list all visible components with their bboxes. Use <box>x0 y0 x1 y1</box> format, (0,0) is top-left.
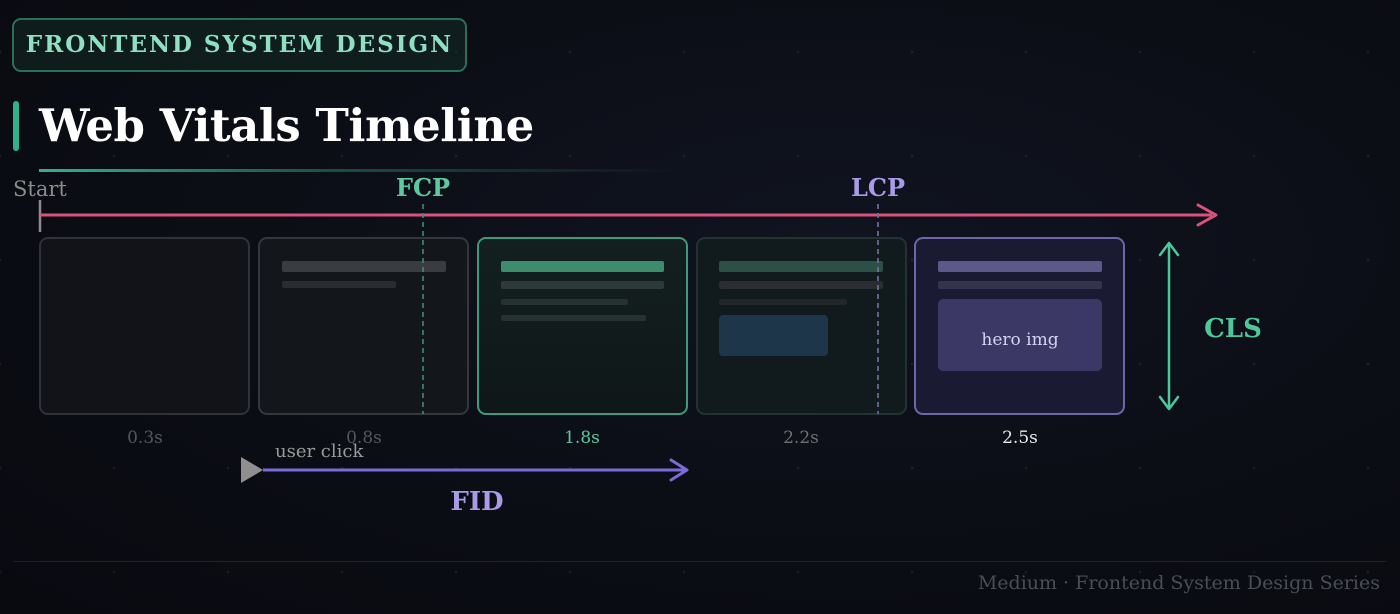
content-heading <box>501 261 664 272</box>
content-line <box>501 299 628 305</box>
frame-2-5s: hero img <box>914 237 1125 415</box>
skeleton-heading <box>282 261 446 272</box>
content-heading <box>938 261 1102 272</box>
timeline-arrowhead <box>1196 203 1218 227</box>
hero-image <box>938 299 1102 371</box>
fid-label: FID <box>450 487 503 517</box>
fid-arrowhead <box>669 458 689 482</box>
content-line <box>501 315 646 321</box>
frame-card <box>39 237 250 415</box>
content-line <box>938 281 1102 289</box>
series-badge: FRONTEND SYSTEM DESIGN <box>12 18 467 72</box>
content-line <box>501 281 664 289</box>
user-click-label: user click <box>275 441 364 462</box>
content-line <box>719 281 883 289</box>
frame-time-label: 0.3s <box>127 428 163 448</box>
frame-0-8s <box>258 237 469 415</box>
lcp-label: LCP <box>851 173 905 202</box>
user-click-icon <box>241 457 263 483</box>
page-title: Web Vitals Timeline <box>39 99 534 152</box>
start-label: Start <box>13 177 67 201</box>
frame-time-label: 1.8s <box>564 428 600 448</box>
hero-image-label: hero img <box>981 330 1058 350</box>
footer-credit: Medium · Frontend System Design Series <box>977 572 1380 594</box>
frame-1-8s <box>477 237 688 415</box>
content-heading <box>719 261 883 272</box>
frame-0-3s <box>39 237 250 415</box>
fcp-label: FCP <box>396 173 450 202</box>
title-underline <box>39 169 679 172</box>
footer-divider <box>14 561 1386 562</box>
title-accent-bar <box>13 101 19 151</box>
frame-time-label: 0.8s <box>346 428 382 448</box>
content-line <box>719 299 847 305</box>
frame-time-label: 2.5s <box>1002 428 1038 448</box>
frame-time-label: 2.2s <box>783 428 819 448</box>
cls-double-arrow <box>1158 241 1180 411</box>
image-placeholder <box>719 315 828 356</box>
skeleton-line <box>282 281 396 288</box>
frame-2-2s <box>696 237 907 415</box>
cls-label: CLS <box>1204 314 1262 344</box>
